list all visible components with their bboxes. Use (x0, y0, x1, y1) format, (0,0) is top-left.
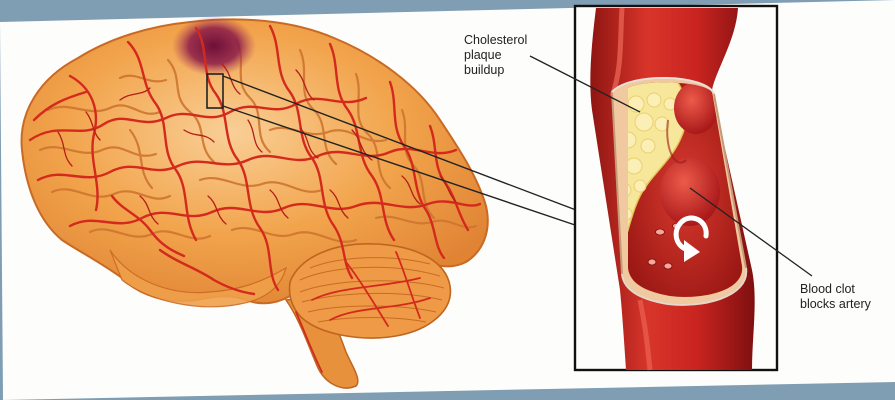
stroke-area (172, 16, 256, 76)
clot-label-line-1: Blood clot (800, 282, 895, 297)
clot-label-line-2: blocks artery (800, 297, 895, 312)
plaque-label: Cholesterol plaque buildup (464, 33, 564, 78)
clot-label: Blood clot blocks artery (800, 282, 895, 312)
plaque-label-line-1: Cholesterol (464, 33, 564, 48)
plaque-label-line-3: buildup (464, 63, 564, 78)
plaque-label-line-2: plaque (464, 48, 564, 63)
